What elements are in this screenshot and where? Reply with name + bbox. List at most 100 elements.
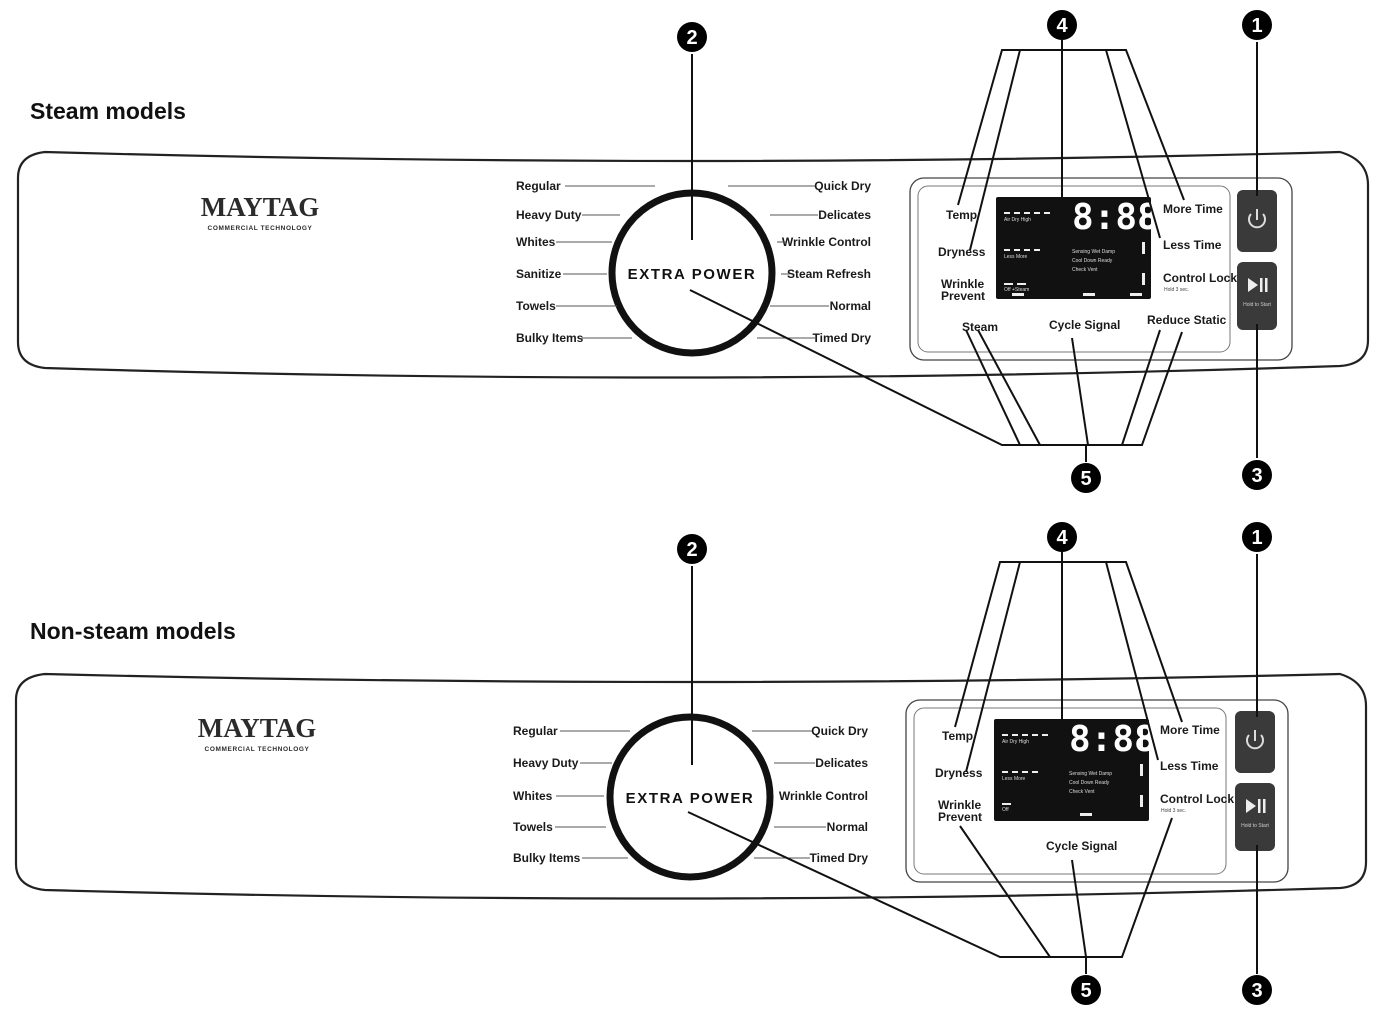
option-dryness[interactable]: Dryness [935, 766, 983, 780]
callout-3: 3 [1242, 460, 1272, 490]
nonsteam-cycle-left-0[interactable]: Regular [513, 724, 558, 738]
lcd-display [996, 197, 1151, 299]
temp-levels: Air Dry High [1004, 217, 1031, 223]
status-line-2: Cool Down Ready [1069, 780, 1110, 786]
nonsteam-cycle-left-1[interactable]: Heavy Duty [513, 756, 579, 770]
nonsteam-cycle-right-0[interactable]: Quick Dry [811, 724, 868, 738]
option-steam[interactable]: Steam [962, 320, 998, 334]
play-pause-icon [1248, 278, 1268, 292]
steam-cycle-right-0[interactable]: Quick Dry [814, 179, 871, 193]
steam-cycle-left-2[interactable]: Whites [516, 235, 556, 249]
knob-label: EXTRA POWER [628, 266, 757, 283]
option-more-time[interactable]: More Time [1160, 723, 1220, 737]
option-more-time[interactable]: More Time [1163, 202, 1223, 216]
time-digits: 8:88 [1072, 197, 1159, 238]
callout-2: 2 [677, 534, 707, 564]
svg-text:2: 2 [686, 27, 697, 49]
option-reduce-static[interactable]: Reduce Static [1147, 313, 1227, 327]
nonsteam-cycle-right-2[interactable]: Wrinkle Control [779, 789, 868, 803]
svg-text:2: 2 [686, 539, 697, 561]
svg-text:5: 5 [1080, 468, 1091, 490]
steam-cycle-left-5[interactable]: Bulky Items [516, 331, 584, 345]
callout-1: 1 [1242, 10, 1272, 40]
nonsteam-control-panel: MAYTAG COMMERCIAL TECHNOLOGY EXTRA POWER… [14, 522, 1368, 1005]
control-subpanel-outer [905, 699, 1289, 883]
control-subpanel-outer [909, 177, 1293, 361]
option-control-lock[interactable]: Control Lock [1160, 792, 1234, 806]
option-control-lock[interactable]: Control Lock [1163, 271, 1237, 285]
callout-lines [689, 40, 1258, 462]
display-segments [1004, 204, 1145, 296]
brand-logo: MAYTAG [198, 713, 317, 743]
steam-cycle-left-3[interactable]: Sanitize [516, 267, 562, 281]
option-less-time[interactable]: Less Time [1163, 238, 1222, 252]
callout-5: 5 [1071, 463, 1101, 493]
nonsteam-cycle-left-3[interactable]: Towels [513, 820, 553, 834]
callout-lines [687, 552, 1258, 974]
prevent-levels: Off +Steam [1004, 287, 1029, 293]
option-cycle-signal[interactable]: Cycle Signal [1049, 318, 1120, 332]
svg-text:4: 4 [1056, 15, 1068, 37]
power-icon [1248, 209, 1266, 229]
control-subpanel-inner [913, 707, 1227, 875]
steam-cycle-right-1[interactable]: Delicates [818, 208, 871, 222]
svg-text:3: 3 [1251, 465, 1262, 487]
status-line-1: Sensing Wet Damp [1069, 771, 1112, 777]
steam-cycle-right-3[interactable]: Steam Refresh [787, 267, 871, 281]
status-line-1: Sensing Wet Damp [1072, 249, 1115, 255]
dryness-levels: Less More [1002, 776, 1026, 782]
svg-text:3: 3 [1251, 980, 1262, 1002]
prevent-levels: Off [1002, 807, 1009, 813]
option-prevent[interactable]: Prevent [941, 289, 985, 303]
steam-cycle-left-0[interactable]: Regular [516, 179, 561, 193]
cycle-knob[interactable] [606, 713, 774, 881]
nonsteam-cycle-left-4[interactable]: Bulky Items [513, 851, 581, 865]
brand-subtitle: COMMERCIAL TECHNOLOGY [208, 225, 313, 232]
dryness-levels: Less More [1004, 254, 1028, 260]
knob-label: EXTRA POWER [626, 790, 755, 807]
start-pause-button[interactable] [1237, 262, 1277, 330]
steam-models-title: Steam models [30, 98, 186, 124]
callout-4: 4 [1047, 522, 1077, 552]
steam-cycle-left-4[interactable]: Towels [516, 299, 556, 313]
start-hint: Hold to Start [1241, 823, 1269, 829]
nonsteam-cycle-right-1[interactable]: Delicates [815, 756, 868, 770]
steam-cycle-right-4[interactable]: Normal [830, 299, 871, 313]
steam-control-panel: MAYTAG COMMERCIAL TECHNOLOGY EXTRA POWER… [16, 10, 1370, 493]
time-digits: 8:88 [1069, 719, 1156, 760]
option-prevent[interactable]: Prevent [938, 810, 982, 824]
control-lock-hint: Hold 3 sec. [1164, 287, 1189, 293]
steam-cycle-left-1[interactable]: Heavy Duty [516, 208, 582, 222]
lcd-display [994, 719, 1149, 821]
option-temp[interactable]: Temp [946, 208, 977, 222]
power-button[interactable] [1235, 711, 1275, 773]
option-wrinkle[interactable]: Wrinkle [941, 277, 984, 291]
option-temp[interactable]: Temp [942, 729, 973, 743]
option-wrinkle[interactable]: Wrinkle [938, 798, 981, 812]
control-lock-hint: Hold 3 sec. [1161, 808, 1186, 814]
display-segments [1002, 726, 1143, 816]
nonsteam-cycle-right-4[interactable]: Timed Dry [810, 851, 869, 865]
svg-text:5: 5 [1080, 980, 1091, 1002]
nonsteam-models-title: Non-steam models [30, 618, 236, 644]
nonsteam-cycle-right-3[interactable]: Normal [827, 820, 868, 834]
power-button[interactable] [1237, 190, 1277, 252]
callout-1: 1 [1242, 522, 1272, 552]
svg-text:1: 1 [1251, 527, 1262, 549]
steam-cycle-right-5[interactable]: Timed Dry [813, 331, 872, 345]
option-dryness[interactable]: Dryness [938, 245, 986, 259]
steam-cycle-right-2[interactable]: Wrinkle Control [782, 235, 871, 249]
option-cycle-signal[interactable]: Cycle Signal [1046, 839, 1117, 853]
brand-subtitle: COMMERCIAL TECHNOLOGY [205, 746, 310, 753]
power-icon [1246, 730, 1264, 750]
callout-3: 3 [1242, 975, 1272, 1005]
status-line-2: Cool Down Ready [1072, 258, 1113, 264]
status-line-3: Check Vent [1072, 267, 1098, 273]
option-less-time[interactable]: Less Time [1160, 759, 1219, 773]
start-hint: Hold to Start [1243, 302, 1271, 308]
callout-4: 4 [1047, 10, 1077, 40]
nonsteam-cycle-left-2[interactable]: Whites [513, 789, 553, 803]
callout-2: 2 [677, 22, 707, 52]
status-line-3: Check Vent [1069, 789, 1095, 795]
start-pause-button[interactable] [1235, 783, 1275, 851]
